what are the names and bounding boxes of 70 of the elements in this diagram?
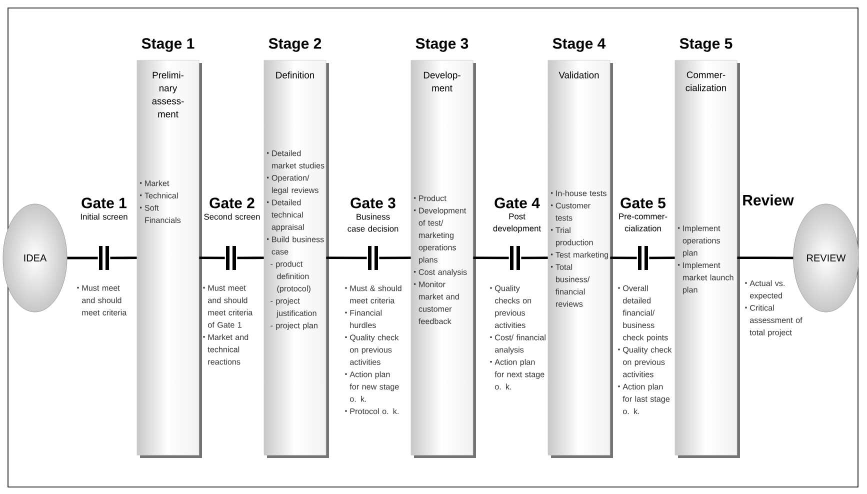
gate-title: Second screen (204, 214, 260, 220)
stage-title: Develop- ment (424, 72, 460, 92)
connector-line (649, 256, 675, 260)
bullet-item: Quality checks on previous activities (490, 285, 532, 328)
bullet-item: Implement market launch plan (678, 262, 734, 294)
bullet-item: Soft Financials (140, 204, 181, 224)
bullet-item: Trial production (551, 227, 593, 247)
bullet-item: Monitor market and customer feedback (414, 281, 459, 324)
connector-line (199, 256, 225, 260)
bullet-item: Market and technical reactions (203, 334, 248, 365)
connector-line (110, 256, 137, 260)
review-heading: Review (743, 194, 794, 206)
gate-title: Post development (493, 214, 541, 234)
bullet-item: Total business/ financial reviews (551, 264, 590, 307)
bullet-item: Cost/ financial analysis (490, 334, 546, 354)
bullet-item: Action plan for next stage o. k. (490, 359, 544, 390)
bullet-item: Detailed market studies (267, 150, 324, 168)
stage-title: Validation (558, 72, 599, 78)
stage-title: Definition (276, 72, 314, 78)
gate-title: Initial screen (80, 214, 128, 220)
bullet-item: Technical (140, 192, 178, 198)
gate-heading: Gate 3 (350, 198, 396, 208)
stage-title: Prelimi- nary assess- ment (152, 72, 184, 118)
connector-line (521, 256, 548, 260)
connector-line (67, 256, 98, 260)
bullet-item: Must meet and should meet criteria (77, 285, 127, 316)
ellipse-node: REVIEW (793, 204, 859, 312)
bullet-item: Detailed technical appraisal (267, 199, 304, 232)
gate-heading: Gate 1 (82, 198, 126, 208)
bullet-item: Action plan for last stage o. k. (618, 384, 670, 414)
bullet-item: Build business case (267, 236, 324, 255)
bullet-item: Market (140, 180, 170, 186)
gate-heading: Gate 5 (620, 198, 666, 208)
bullet-item: Action plan for new stage o. k. (345, 371, 399, 402)
bullet-item: Must & should meet criteria (345, 285, 402, 304)
bullet-item: In-house tests (551, 190, 606, 196)
stage-heading: Stage 5 (680, 38, 732, 52)
gate-heading: Gate 4 (494, 198, 540, 208)
gate-title: Business case decision (348, 214, 398, 232)
bullet-item: Product (414, 195, 446, 202)
bullet-item: Quality check on previous activities (345, 334, 399, 365)
ellipse-node: IDEA (2, 204, 68, 312)
stage-heading: Stage 1 (142, 38, 194, 52)
bullet-item: Must meet and should meet criteria of Gate 1 (203, 285, 253, 328)
stage-heading: Stage 2 (268, 38, 322, 52)
bullet-item: Quality check on previous activities (618, 346, 672, 378)
bullet-item: Actual vs. expected (745, 280, 784, 300)
stage-heading: Stage 3 (416, 38, 468, 52)
gate-heading: Gate 2 (210, 198, 254, 208)
connector-line (379, 256, 411, 260)
connector-line (237, 256, 264, 260)
bullet-item: Customer tests (551, 202, 590, 221)
connector-line (737, 256, 794, 260)
connector-line (473, 256, 509, 260)
bullet-item: Financial hurdles (345, 310, 382, 328)
bullet-item: Operation/ legal reviews (267, 174, 318, 195)
list-item: - project plan (270, 322, 318, 330)
stage-heading: Stage 4 (552, 38, 606, 52)
bullet-item: Cost analysis (414, 269, 467, 277)
bullet-item: Implement operations plan (678, 225, 720, 258)
connector-line (610, 256, 637, 260)
list-item: - product definition (protocol) (270, 260, 310, 294)
bullet-item: Test marketing (551, 252, 608, 260)
bullet-item: Development of test/ marketing operations plans (414, 208, 466, 264)
list-item: - project justification (270, 298, 316, 318)
bullet-item: Protocol o. k. (345, 408, 398, 414)
connector-line (326, 256, 367, 260)
bullet-item: Overall detailed financial/ business check points (618, 285, 668, 342)
stage-title: Commer- cialization (686, 72, 726, 92)
gate-title: Pre-commer- cialization (619, 214, 668, 232)
